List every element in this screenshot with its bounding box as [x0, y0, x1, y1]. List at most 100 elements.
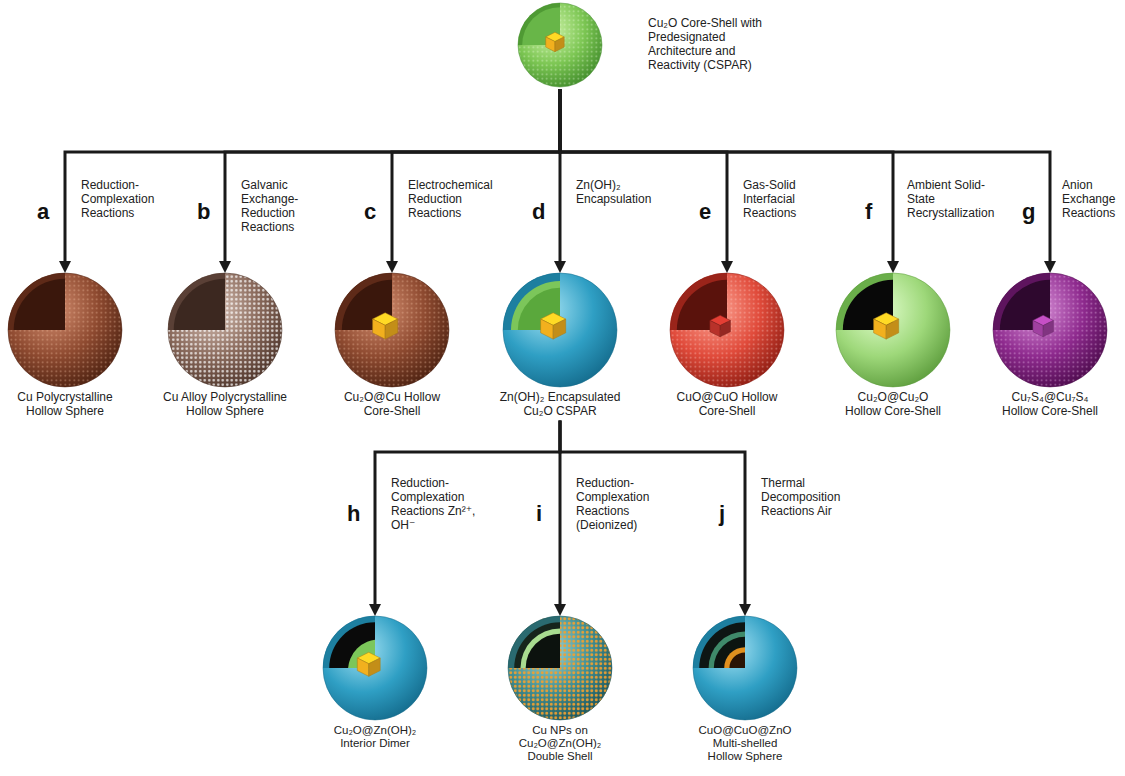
sphere-rim	[993, 273, 1107, 387]
atom-texture	[335, 273, 449, 387]
node-label: Cu₂O@Zn(OH)₂ Interior Dimer	[325, 724, 425, 750]
inner-layer	[699, 622, 791, 714]
inner-layer	[514, 622, 606, 714]
sphere-rim	[323, 616, 427, 720]
reaction-label: Thermal Decomposition Reactions Air	[761, 476, 847, 518]
core-cube	[710, 320, 720, 336]
product-node: Cu₂O@Zn(OH)₂ Interior Dimer	[321, 616, 429, 750]
interior	[511, 281, 609, 379]
core-cube	[373, 313, 398, 339]
core-cube	[886, 319, 899, 339]
core-cube	[710, 315, 731, 337]
panel-letter: h	[347, 503, 360, 525]
core-cube	[546, 32, 564, 51]
core-cube	[1043, 320, 1053, 336]
sphere-illustration	[508, 616, 612, 720]
atom-texture	[518, 3, 602, 87]
node-label: CuO@CuO@ZnO Multi-shelled Hollow Sphere	[695, 724, 795, 764]
node-label: Cu Polycrystalline Hollow Sphere	[5, 391, 125, 419]
product-node: Cu Alloy Polycrystalline Hollow Sphere	[150, 273, 300, 419]
sphere-rim	[8, 273, 122, 387]
panel-letter: f	[865, 201, 872, 223]
interior	[514, 622, 606, 714]
panel-letter: c	[364, 201, 376, 223]
reaction-arrow	[560, 89, 1050, 261]
interior	[174, 279, 277, 382]
inner-layer	[520, 628, 599, 707]
sphere-rim	[168, 273, 282, 387]
inner-layer	[511, 281, 609, 379]
sphere-illustration	[8, 273, 122, 387]
atom-texture	[8, 273, 122, 387]
core-cube	[555, 37, 564, 52]
interior	[522, 7, 598, 83]
node-label: Cu₂O@Cu Hollow Core-Shell	[337, 391, 447, 419]
product-node: CuO@CuO Hollow Core-Shell	[668, 273, 786, 419]
sphere-illustration	[503, 273, 617, 387]
sphere-shell	[836, 273, 950, 387]
inner-layer	[843, 280, 943, 380]
product-node: Cu₇S₄@Cu₇S₄ Hollow Core-Shell	[991, 273, 1109, 419]
inner-layer	[342, 280, 442, 380]
inner-layer	[348, 639, 410, 701]
inner-layer	[14, 279, 117, 382]
sphere-shell	[993, 273, 1107, 387]
sphere-rim	[518, 3, 602, 87]
node-label: Cu₇S₄@Cu₇S₄ Hollow Core-Shell	[995, 391, 1105, 419]
reaction-arrow	[560, 421, 745, 604]
core-cube	[874, 319, 887, 339]
sphere-shell	[693, 616, 797, 720]
inner-layer	[174, 279, 277, 382]
interior	[342, 280, 442, 380]
inner-layer	[329, 622, 421, 714]
sphere-rim	[335, 273, 449, 387]
reaction-label: Reduction-Complexation Reactions Zn²⁺, O…	[391, 476, 477, 532]
inner-layer	[522, 7, 598, 83]
product-node: Zn(OH)₂ Encapsulated Cu₂O CSPAR	[490, 273, 630, 419]
reaction-arrow	[392, 89, 560, 261]
reaction-arrow	[375, 421, 560, 604]
core-cube	[357, 652, 380, 676]
atom-texture	[168, 273, 282, 387]
product-node: Cu₂O@Cu₂O Hollow Core-Shell	[834, 273, 952, 419]
reaction-label: Electrochemical Reduction Reactions	[408, 178, 502, 220]
core-cube	[369, 658, 380, 676]
node-label: Cu₂O@Cu₂O Hollow Core-Shell	[838, 391, 948, 419]
inner-layer	[518, 288, 602, 372]
interior	[677, 280, 777, 380]
core-cube	[373, 319, 386, 339]
reaction-arrow	[65, 89, 560, 261]
product-node: Cu₂O@Cu Hollow Core-Shell	[333, 273, 451, 419]
sphere-illustration	[836, 273, 950, 387]
node-label: Zn(OH)₂ Encapsulated Cu₂O CSPAR	[490, 391, 630, 419]
node-label: Cu NPs on Cu₂O@Zn(OH)₂ Double Shell	[510, 724, 610, 764]
sphere-shell	[518, 3, 602, 87]
node-label: Cu Alloy Polycrystalline Hollow Sphere	[150, 391, 300, 419]
core-cube	[541, 319, 554, 339]
core-cube	[553, 319, 566, 339]
product-node: CuO@CuO@ZnO Multi-shelled Hollow Sphere	[691, 616, 799, 764]
sphere-illustration	[693, 616, 797, 720]
sphere-rim	[508, 616, 612, 720]
interior	[699, 622, 791, 714]
panel-letter: j	[719, 503, 725, 525]
inner-layer	[714, 637, 776, 699]
sphere-shell	[8, 273, 122, 387]
sphere-shell	[323, 616, 427, 720]
sphere-shell	[670, 273, 784, 387]
inner-layer	[677, 280, 777, 380]
panel-letter: g	[1022, 201, 1035, 223]
node-label: Cu₂O Core-Shell with Predesignated Archi…	[648, 17, 766, 72]
sphere-rim	[836, 273, 950, 387]
reaction-arrow	[560, 89, 893, 261]
reaction-arrow	[225, 89, 560, 261]
reaction-label: Anion Exchange Reactions	[1062, 178, 1120, 220]
product-node: Cu Polycrystalline Hollow Sphere	[5, 273, 125, 419]
sphere-illustration	[993, 273, 1107, 387]
interior	[843, 280, 943, 380]
inner-layer	[724, 647, 766, 689]
interior	[329, 622, 421, 714]
core-cube	[1033, 320, 1043, 336]
inner-layer	[1000, 280, 1100, 380]
